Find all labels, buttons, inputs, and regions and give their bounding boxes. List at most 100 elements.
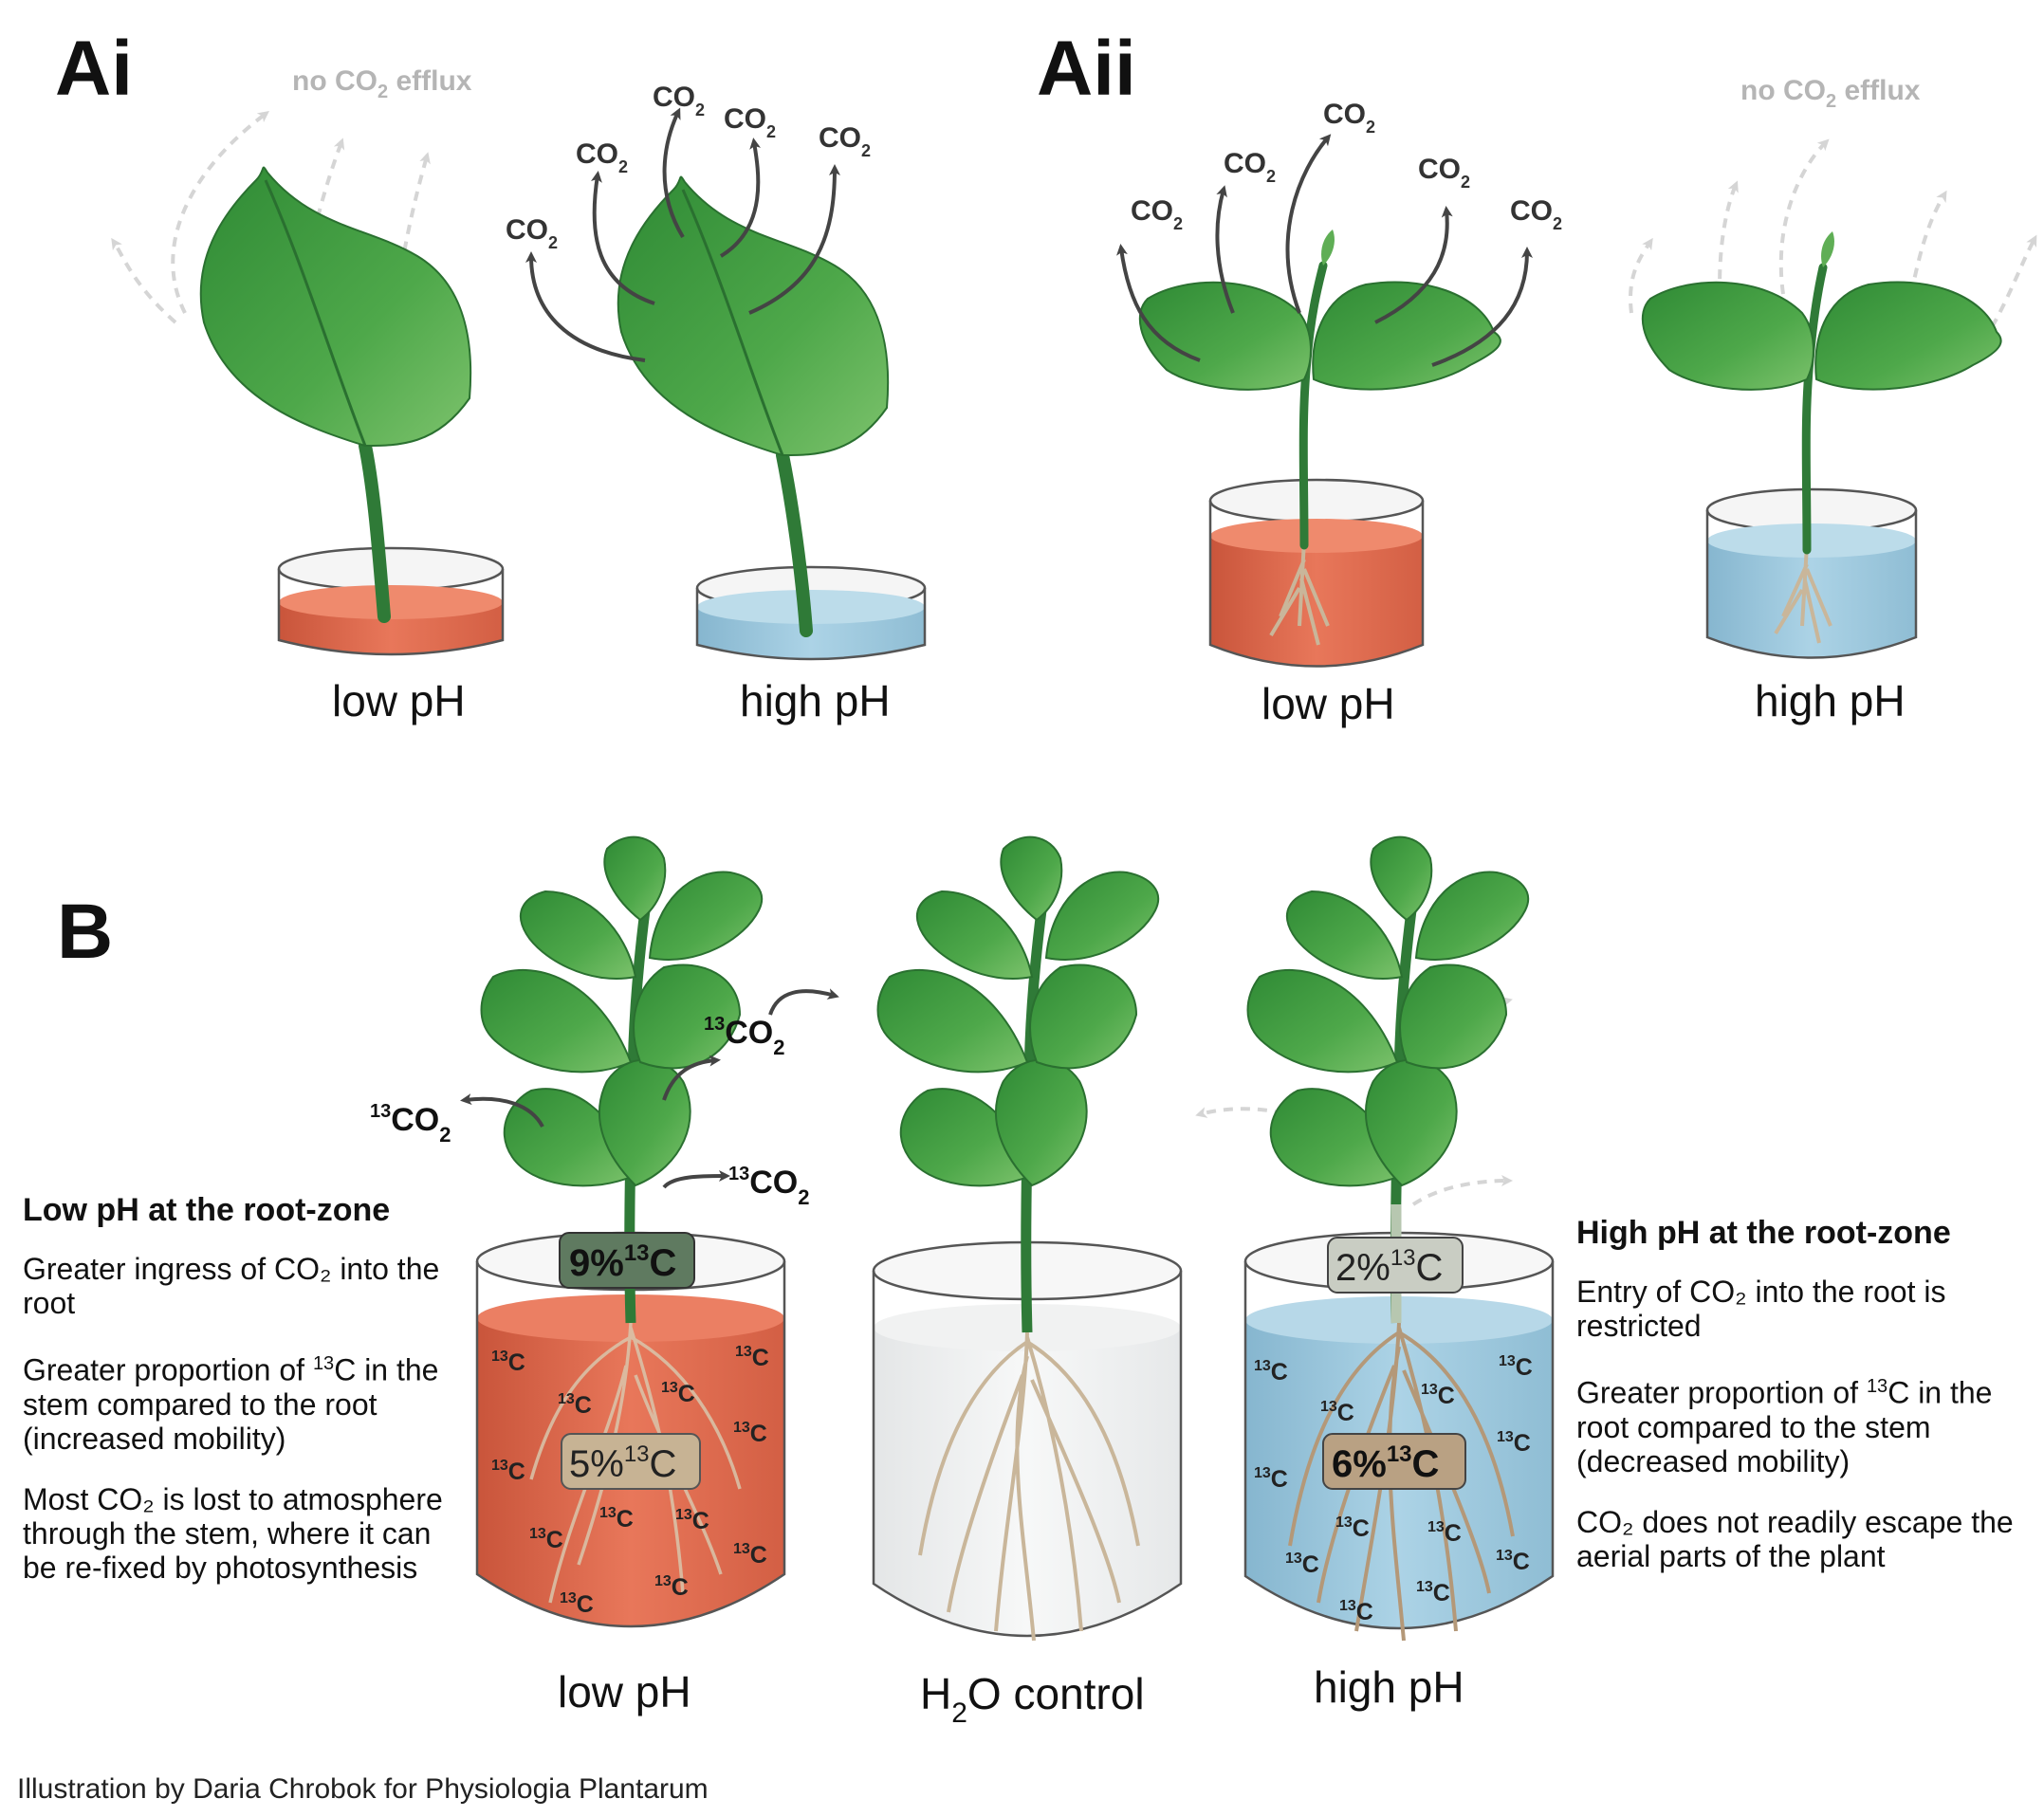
iso-c-marker: 13C [1285,1551,1319,1578]
iso-c-marker: 13C [599,1505,634,1533]
iso-c-marker: 13C [1254,1465,1288,1493]
co2-efflux-arrow [662,107,685,239]
stem-percent-label: 2%13C [1335,1245,1443,1289]
plant-canopy [876,835,1160,1187]
co2-efflux-arrow [1431,247,1533,367]
leaf-blade [199,166,472,448]
plant-canopy [1246,835,1530,1187]
aii-no-efflux-label: no CO2 efflux [1740,75,1921,112]
ghost-efflux-arrow [1990,234,2037,328]
iso-co2-label: 13CO2 [728,1164,810,1209]
co2-efflux-arrow [719,138,762,258]
iso-c-marker: 13C [675,1507,709,1534]
co2-label: CO2 [1418,154,1470,192]
illustration-credit: Illustration by Daria Chrobok for Physio… [17,1773,709,1805]
iso-c-marker: 13C [733,1420,767,1447]
iso-c-marker: 13C [491,1349,525,1376]
left-heading: Low pH at the root-zone [23,1192,391,1228]
co2-label: CO2 [1131,195,1183,233]
iso-c-markers-high: 13C 13C 13C 13C 13C 13C 13C 13C 13C 13C … [1254,1353,1533,1625]
beaker-wall [1208,501,1425,668]
iso-c-marker: 13C [1499,1353,1533,1381]
left-point-2: Greater proportion of 13C in the stem co… [23,1352,439,1456]
root-system [1269,540,1330,646]
ghost-efflux-arrow [1909,190,1947,295]
iso-efflux-arrow [662,1055,721,1101]
right-point-1: Entry of CO₂ into the root is restricted [1576,1275,1946,1343]
root-percent-badge [561,1433,701,1490]
iso-co2-label: 13CO2 [370,1101,451,1147]
apical-bud [1821,231,1834,267]
beaker-rim [1208,478,1425,523]
dish-rim [277,546,505,592]
co2-efflux-arrow [1116,244,1201,362]
iso-c-marker: 13C [1496,1548,1530,1575]
stem-percent-badge [1327,1237,1464,1294]
right-explanation: High pH at the root-zone Entry of CO₂ in… [1576,1216,2022,1600]
apical-bud [1321,229,1335,266]
co2-efflux-arrow [1285,134,1332,314]
aii-high-ph-label: high pH [1755,676,1906,725]
iso-c-marker: 13C [1254,1358,1288,1386]
ai-high-ph-leaf [525,107,927,661]
co2-efflux-arrow [525,251,646,362]
base-solution [1707,541,1916,658]
iso-c-marker: 13C [1421,1382,1455,1409]
beaker-wall [475,1261,786,1628]
root-percent-badge [1322,1433,1466,1490]
left-point-1: Greater ingress of CO₂ into the root [23,1252,440,1320]
base-surface [697,590,925,624]
water-solution [874,1328,1181,1636]
aii-high-ph-seedling [1629,138,2037,659]
iso-c-marker: 13C [1339,1598,1373,1625]
co2-efflux-arrow [591,171,655,305]
cotyledon-left [1138,281,1312,391]
stem-percent-badge [559,1232,695,1289]
ai-high-ph-label: high pH [740,676,891,725]
b-control-plant [872,835,1183,1642]
right-point-3: CO₂ does not readily escape the aerial p… [1576,1504,2014,1573]
cotyledon-left [1641,281,1814,391]
ai-no-efflux-label: no CO2 efflux [292,65,472,102]
iso-efflux-arrow [662,1170,730,1189]
co2-label: CO2 [576,138,628,176]
iso-c-marker: 13C [491,1458,525,1485]
co2-efflux-arrow [748,164,840,315]
iso-c-marker: 13C [654,1573,689,1601]
iso-c-marker: 13C [1427,1519,1462,1547]
b-low-ph-plant [460,835,839,1628]
co2-label: CO2 [819,122,871,160]
plant-canopy [480,835,764,1187]
left-point-3: Most CO₂ is lost to atmosphere through t… [23,1481,443,1585]
ai-low-ph-leaf [111,110,505,656]
ghost-efflux-arrow [1195,1107,1330,1140]
stem-percent-label: 9%13C [569,1240,676,1284]
co2-efflux-arrow [1215,185,1235,314]
panel-label-aii: Aii [1037,26,1136,112]
dish-wall [695,588,927,661]
iso-c-marker: 13C [733,1541,767,1569]
iso-c-marker: 13C [560,1590,594,1618]
beaker-wall [872,1271,1183,1638]
b-high-ph-label: high pH [1314,1662,1464,1712]
b-control-label: H2O control [920,1669,1145,1729]
left-explanation: Low pH at the root-zone Greater ingress … [23,1193,469,1611]
ghost-efflux-arrow [1778,138,1830,295]
iso-c-marker: 13C [1320,1399,1354,1426]
panel-label-ai: Ai [55,26,133,112]
iso-transfer-arrow [768,988,839,1016]
acid-surface [279,585,503,619]
iso-c-marker: 13C [1497,1429,1531,1457]
co2-label: CO2 [1224,148,1276,186]
iso-c-marker: 13C [661,1380,695,1407]
iso-co2-label: 13CO2 [704,1014,785,1059]
iso-c-markers-low: 13C 13C 13C 13C 13C 13C 13C 13C 13C 13C … [491,1344,769,1618]
aii-low-ph-seedling [1116,134,1533,668]
leaf-petiole [776,449,813,637]
cotyledon-right [1312,281,1501,391]
beaker-wall [1705,510,1918,659]
root-system [918,1331,1140,1642]
ghost-efflux-arrow [111,237,177,324]
ghost-efflux-arrow [1629,237,1653,314]
